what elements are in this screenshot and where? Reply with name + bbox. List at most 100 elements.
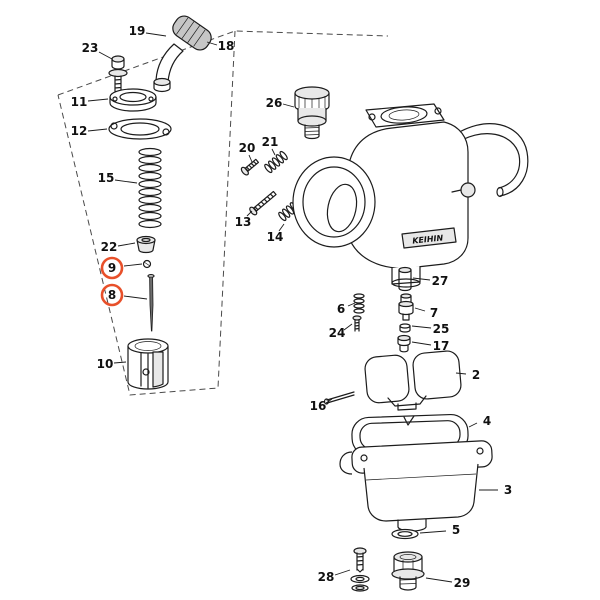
callout-leader-15 — [114, 179, 138, 184]
callout-number-11: 11 — [71, 95, 88, 109]
callout-leader-22 — [117, 242, 136, 247]
callout-number-29: 29 — [454, 576, 471, 590]
part-12-gasket-drawing — [108, 118, 172, 140]
callout-28: 28 — [318, 569, 351, 584]
callout-19: 19 — [129, 24, 167, 38]
part-21-spring-drawing — [264, 150, 288, 174]
callout-leader-25 — [411, 325, 432, 329]
carburetor-body-drawing: KEIHIN — [292, 103, 529, 288]
callout-leader-21 — [271, 148, 276, 156]
callout-27: 27 — [412, 274, 449, 288]
callout-number-8: 8 — [108, 288, 116, 302]
callout-3: 3 — [479, 483, 512, 497]
callout-number-15: 15 — [98, 171, 115, 185]
callout-number-28: 28 — [318, 570, 335, 584]
callout-leader-14 — [278, 223, 285, 232]
callout-number-14: 14 — [267, 230, 284, 244]
callout-8: 8 — [100, 283, 148, 307]
callout-leader-6 — [347, 302, 356, 307]
callout-number-20: 20 — [239, 141, 256, 155]
callout-23: 23 — [82, 41, 113, 60]
callout-number-3: 3 — [504, 483, 512, 497]
highlight-ring-8 — [100, 283, 124, 307]
callout-leader-2 — [455, 372, 467, 375]
part-10-throttle-slide-drawing — [127, 338, 169, 390]
part-15-spring-drawing — [138, 147, 162, 229]
part-6-spring-drawing — [353, 293, 365, 314]
callout-leader-18 — [206, 41, 218, 46]
callout-number-17: 17 — [433, 339, 450, 353]
callout-21: 21 — [262, 135, 279, 156]
part-23-screw-drawing — [108, 55, 128, 95]
callout-24: 24 — [329, 323, 353, 340]
callout-number-12: 12 — [71, 124, 88, 138]
callout-number-26: 26 — [266, 96, 283, 110]
callout-leader-8 — [123, 295, 148, 300]
callout-leader-4 — [468, 422, 478, 428]
callout-2: 2 — [455, 368, 480, 382]
callout-11: 11 — [71, 95, 109, 109]
callout-number-24: 24 — [329, 326, 346, 340]
callout-leader-9 — [123, 263, 143, 267]
callout-number-18: 18 — [218, 39, 235, 53]
part-26-cable-adjuster-cap-drawing — [294, 86, 330, 140]
callout-12: 12 — [71, 124, 108, 138]
part-9-needle-clip-drawing — [142, 259, 152, 269]
part-5-sealing-washer-drawing — [391, 528, 419, 540]
callout-leader-16 — [325, 398, 333, 404]
callout-29: 29 — [425, 576, 471, 590]
callout-leader-19 — [145, 32, 167, 37]
callout-20: 20 — [239, 141, 256, 163]
callout-number-16: 16 — [310, 399, 327, 413]
part-24-screw-drawing — [352, 315, 362, 332]
callout-number-5: 5 — [452, 523, 460, 537]
part-16-float-pin-drawing — [323, 391, 355, 405]
callout-14: 14 — [267, 223, 285, 244]
callout-number-13: 13 — [235, 215, 252, 229]
part-29-drain-bolt-drawing — [391, 551, 425, 591]
callout-9: 9 — [100, 256, 143, 280]
part-25-washer-drawing — [399, 323, 411, 333]
part-13-screw-drawing — [249, 190, 277, 216]
callout-13: 13 — [235, 210, 253, 229]
callout-15: 15 — [98, 171, 138, 185]
callout-number-2: 2 — [472, 368, 480, 382]
callout-10: 10 — [97, 357, 127, 371]
callout-leader-29 — [425, 577, 453, 583]
callout-number-22: 22 — [101, 240, 118, 254]
callout-number-4: 4 — [483, 414, 491, 428]
part-8-jet-needle-drawing — [147, 274, 155, 332]
callout-leader-20 — [248, 154, 253, 163]
highlight-ring-9 — [100, 256, 124, 280]
callout-number-25: 25 — [433, 322, 450, 336]
callout-leader-23 — [98, 51, 113, 60]
part-11-top-cap-drawing — [109, 88, 157, 112]
callout-number-6: 6 — [337, 302, 345, 316]
part-7-needle-valve-drawing — [398, 293, 414, 321]
part-17-main-jet-drawing — [397, 334, 411, 353]
callout-5: 5 — [419, 523, 460, 537]
callout-18: 18 — [206, 39, 235, 53]
callout-number-9: 9 — [108, 261, 116, 275]
callout-22: 22 — [101, 240, 136, 254]
callout-number-10: 10 — [97, 357, 114, 371]
callout-leader-10 — [113, 361, 127, 364]
callout-26: 26 — [266, 96, 295, 110]
callout-25: 25 — [411, 322, 450, 336]
callout-number-23: 23 — [82, 41, 99, 55]
callout-leader-13 — [246, 210, 253, 217]
brand-label: KEIHIN — [412, 233, 444, 245]
callout-16: 16 — [310, 398, 333, 413]
part-2-float-drawing — [364, 350, 462, 411]
callout-leader-11 — [87, 98, 109, 102]
callout-number-21: 21 — [262, 135, 279, 149]
callout-number-27: 27 — [432, 274, 449, 288]
callout-leader-28 — [334, 569, 351, 576]
callout-layer: 23 19 18 11 12 15 22 9 8 10 26 20 21 13 14 27 6 7 24 25 17 2 1… — [71, 24, 513, 590]
callout-number-7: 7 — [430, 306, 438, 320]
callout-4: 4 — [468, 414, 491, 428]
callout-leader-26 — [282, 103, 295, 108]
callout-leader-27 — [412, 277, 431, 281]
